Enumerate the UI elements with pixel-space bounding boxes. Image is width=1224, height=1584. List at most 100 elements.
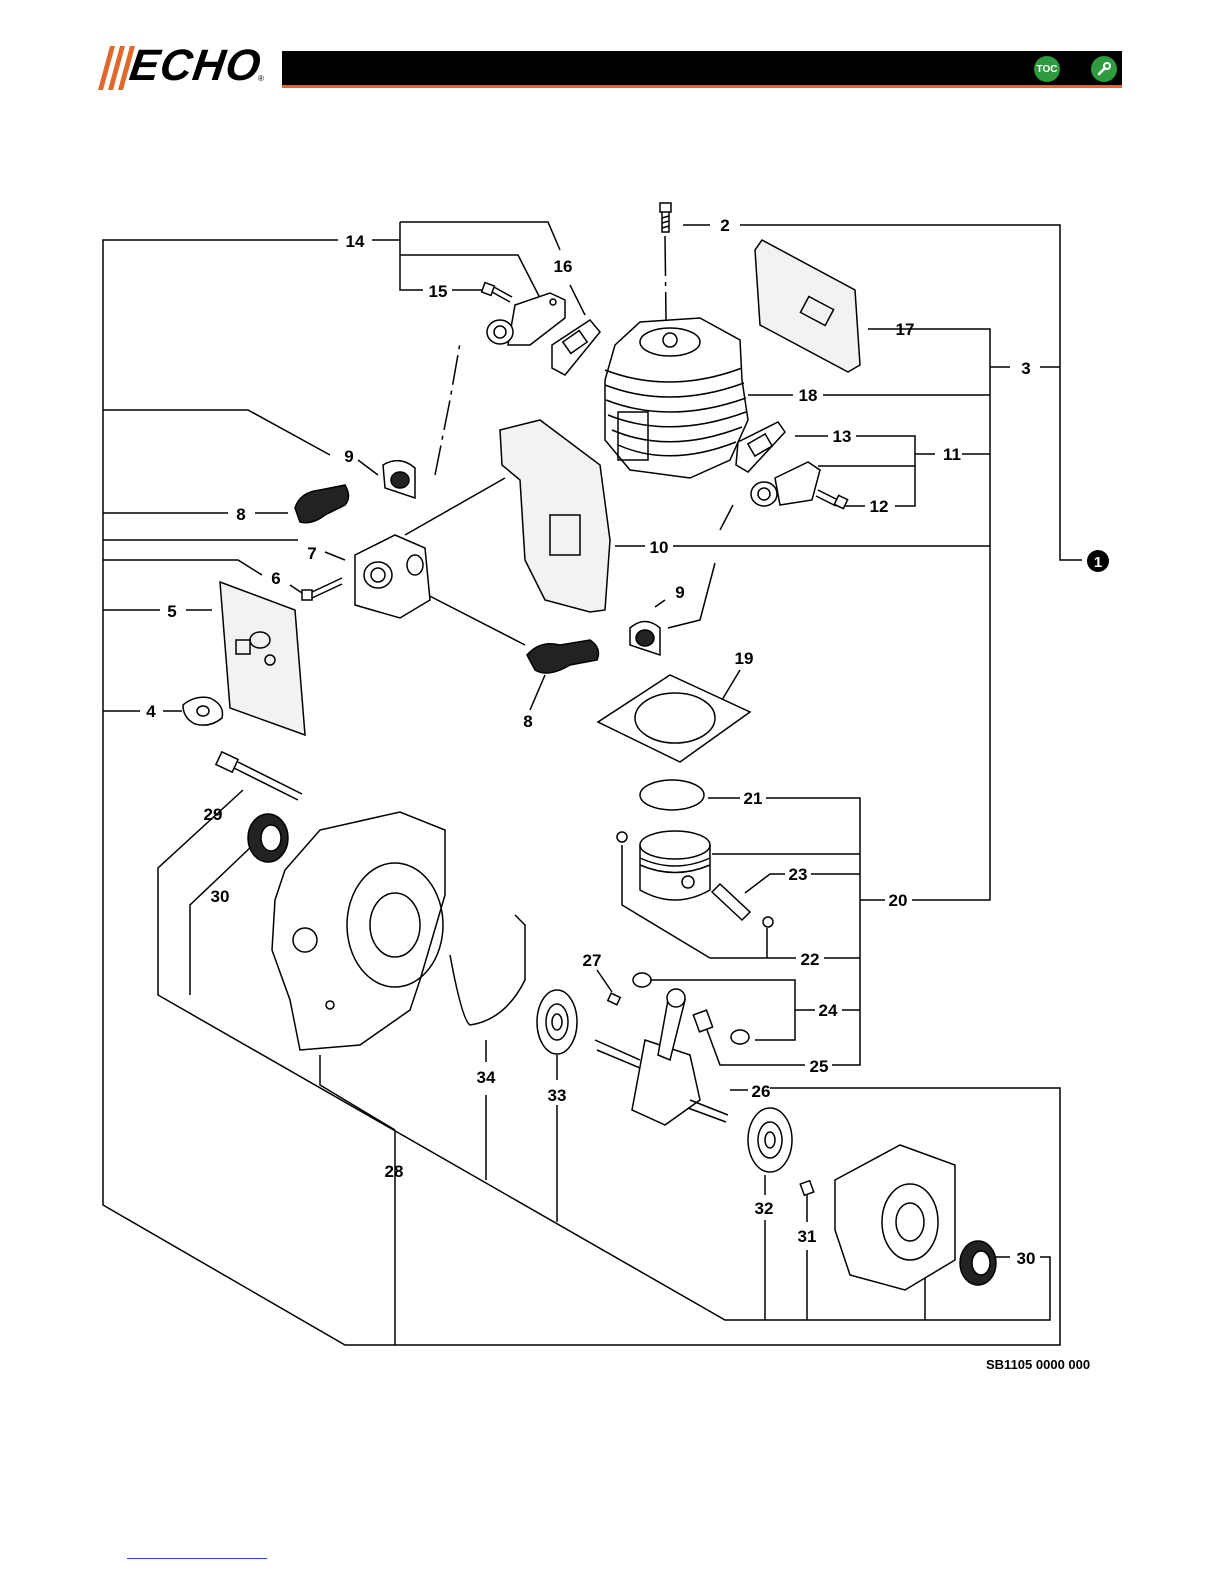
callout-18: 18	[799, 386, 818, 405]
assembly-marker-1: 1	[1087, 550, 1109, 572]
part-gasket-5	[220, 582, 305, 735]
part-intake-tube-8-top	[295, 485, 349, 523]
part-pin-31	[800, 1181, 814, 1196]
callout-19: 19	[735, 649, 754, 668]
leader-30-left	[190, 845, 253, 995]
leader-9	[358, 460, 378, 475]
leader-27	[597, 970, 612, 992]
part-crankcase-left-28	[272, 812, 445, 1050]
callout-24: 24	[819, 1001, 838, 1020]
part-gasket-10	[500, 420, 610, 612]
callout-15: 15	[429, 282, 448, 301]
callout-31: 31	[798, 1227, 817, 1246]
callout-14: 14	[346, 232, 365, 251]
part-needle-bearing-25	[693, 1010, 712, 1032]
callout-3: 3	[1021, 359, 1030, 378]
callout-22: 22	[801, 950, 820, 969]
callout-10: 10	[650, 538, 669, 557]
part-washer-24-a	[633, 973, 651, 987]
part-gasket-34	[450, 915, 525, 1025]
leader-3-bracket	[868, 329, 990, 900]
callout-11: 11	[943, 445, 961, 464]
part-crankshaft-26	[595, 989, 728, 1125]
callout-30-left: 30	[211, 887, 230, 906]
part-circlip-22-a	[617, 832, 627, 842]
callout-12: 12	[870, 497, 889, 516]
leader-intake-1	[405, 478, 505, 535]
leader-9-left	[103, 410, 330, 455]
footer-link-line[interactable]	[127, 1558, 267, 1559]
callout-25: 25	[810, 1057, 829, 1076]
callout-29: 29	[204, 805, 223, 824]
part-piston	[640, 831, 710, 900]
leader-11-intake	[720, 505, 733, 530]
part-intake-tube-8-bottom	[527, 640, 598, 673]
drawing-code: SB1105 0000 000	[986, 1357, 1090, 1372]
part-bolt-15	[482, 283, 512, 302]
part-washer-24-b	[731, 1030, 749, 1044]
part-bearing-33	[537, 990, 577, 1054]
part-oil-seal-30-left	[248, 814, 288, 862]
part-circlip-22-b	[763, 917, 773, 927]
part-insulator-9-bottom	[630, 622, 660, 656]
callout-16: 16	[554, 257, 573, 276]
part-manifold-11	[751, 462, 820, 506]
leader-14-16	[400, 222, 560, 250]
part-bolt-6	[302, 578, 342, 600]
callout-23: 23	[789, 865, 808, 884]
callout-27: 27	[583, 951, 602, 970]
part-bolt-2	[660, 203, 671, 232]
part-cylinder-18	[605, 318, 748, 478]
part-gasket-19	[598, 675, 750, 762]
callout-34: 34	[477, 1068, 496, 1087]
leader-19	[722, 670, 740, 700]
part-piston-pin-23	[712, 884, 750, 920]
callout-26: 26	[752, 1082, 771, 1101]
leader-9b-lbl	[655, 600, 665, 607]
leader-14-15	[400, 222, 423, 290]
leader-28b	[320, 1055, 395, 1130]
leader-23	[745, 874, 785, 893]
part-bolt-29	[216, 752, 302, 800]
leader-8b-line	[530, 675, 545, 710]
callout-20: 20	[889, 891, 908, 910]
part-gasket-4	[183, 697, 223, 725]
callout-labels: 2 3 4 5 6 7 8 8 9 9 10 11 12 13 14 15 16…	[146, 216, 1035, 1268]
callout-9-top: 9	[344, 447, 353, 466]
callout-30-right: 30	[1017, 1249, 1036, 1268]
callout-33: 33	[548, 1086, 567, 1105]
part-manifold-14	[487, 293, 565, 345]
part-gasket-17	[755, 240, 860, 372]
leader-11-bracket	[856, 436, 915, 506]
part-key-27	[608, 993, 620, 1004]
part-adaptor-7	[355, 535, 430, 618]
leader-20-bracket	[766, 798, 860, 1065]
part-insulator-9-top	[383, 461, 415, 498]
leader-16	[570, 285, 585, 315]
part-gasket-16	[552, 320, 600, 375]
callout-21: 21	[744, 789, 763, 808]
callout-8-top: 8	[236, 505, 245, 524]
part-oil-seal-30-right	[960, 1241, 996, 1285]
leader-intake-2	[418, 590, 525, 645]
callout-28: 28	[385, 1162, 404, 1181]
part-bolt-12	[816, 490, 848, 509]
parts-artwork	[183, 203, 996, 1290]
callout-17: 17	[896, 320, 915, 339]
part-crankcase-right	[835, 1145, 955, 1290]
leader-14-manifold	[400, 255, 540, 298]
callout-13: 13	[833, 427, 852, 446]
leader-14-axis	[435, 343, 460, 475]
part-piston-ring-21	[640, 780, 704, 810]
callout-32: 32	[755, 1199, 774, 1218]
callout-8-bottom: 8	[523, 712, 532, 731]
leader-7b	[325, 552, 345, 560]
part-bearing-32	[748, 1108, 792, 1172]
leader-6	[103, 560, 262, 575]
callout-5: 5	[167, 602, 176, 621]
callout-6: 6	[271, 569, 280, 588]
assembly-marker-label: 1	[1094, 554, 1102, 571]
leader-25	[707, 1030, 805, 1065]
callout-4: 4	[146, 702, 156, 721]
